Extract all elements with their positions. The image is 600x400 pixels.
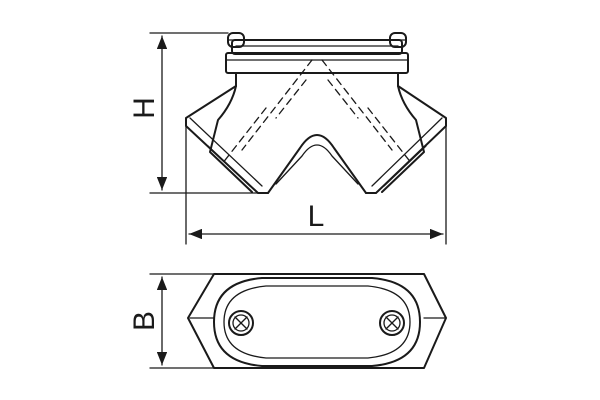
width-label: B bbox=[128, 311, 161, 331]
left-arm bbox=[185, 85, 269, 194]
screw-right-icon bbox=[379, 310, 405, 336]
dimension-l: L bbox=[185, 119, 447, 245]
side-view bbox=[185, 32, 447, 194]
hidden-lines bbox=[221, 59, 413, 165]
height-label: H bbox=[128, 97, 161, 119]
length-label: L bbox=[308, 200, 325, 233]
dimension-h: H bbox=[128, 32, 263, 194]
cover-screw-right bbox=[389, 32, 407, 48]
right-arm bbox=[365, 85, 447, 194]
inner-curve bbox=[267, 134, 367, 194]
collar bbox=[235, 72, 399, 87]
cover-screw-left bbox=[227, 32, 245, 48]
dimension-b: B bbox=[128, 273, 215, 369]
top-view bbox=[187, 273, 447, 369]
body-outline bbox=[187, 273, 447, 369]
oval-cover bbox=[213, 277, 421, 367]
screw-left-icon bbox=[228, 310, 254, 336]
cover-plate bbox=[225, 39, 409, 74]
